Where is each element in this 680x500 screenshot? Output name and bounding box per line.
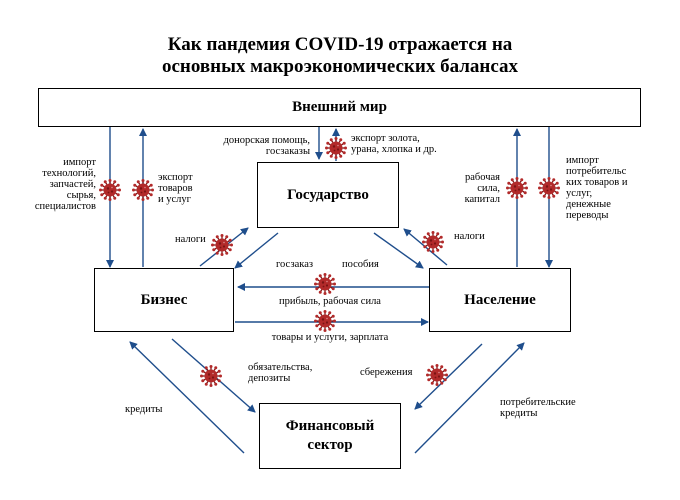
virus-icon (325, 137, 347, 159)
virus-icon (314, 273, 336, 295)
label-taxes-right: налоги (454, 231, 485, 242)
state-label: Государство (287, 186, 369, 203)
label-consumer-credits: потребительские кредиты (500, 397, 576, 419)
label-obligations: обязательства, депозиты (248, 362, 313, 384)
population-label: Население (464, 291, 536, 308)
arrow-state-to-population (373, 232, 424, 269)
state-box: Государство (257, 162, 399, 228)
finance-box: Финансовый сектор (259, 403, 401, 469)
label-taxes-left: налоги (175, 234, 206, 245)
virus-icon (211, 234, 233, 256)
business-label: Бизнес (140, 291, 188, 308)
title-line-2: основных макроэкономических балансах (161, 56, 519, 77)
virus-icon (99, 179, 121, 201)
label-donor: донорская помощь, госзаказы (223, 135, 311, 157)
virus-icon (132, 179, 154, 201)
virus-icon (314, 310, 336, 332)
arrow-finance-to-business (129, 341, 245, 454)
label-export-goods: экспорт товаров и услуг (158, 172, 193, 205)
title-line-1: Как пандемия COVID-19 отражается на (167, 34, 513, 55)
arrow-population-to-finance (414, 343, 483, 410)
finance-label-line-2: сектор (307, 437, 353, 453)
diagram-title: Как пандемия COVID-19 отражается на осно… (0, 34, 680, 78)
virus-icon (422, 231, 444, 253)
label-benefits: пособия (342, 259, 379, 270)
business-box: Бизнес (94, 268, 234, 332)
label-savings: сбережения (360, 367, 413, 378)
world-label: Внешний мир (292, 99, 387, 115)
arrow-state-to-business (234, 232, 279, 269)
label-profit-labor: прибыль, рабочая сила (279, 296, 381, 307)
virus-icon (426, 364, 448, 386)
arrow-finance-to-population (414, 342, 525, 454)
label-credits: кредиты (125, 404, 163, 415)
label-labor-capital: рабочая сила, капитал (464, 172, 500, 205)
population-box: Население (429, 268, 571, 332)
label-import-tech: импорт технологий, запчастей, сырья, спе… (34, 157, 96, 212)
world-box: Внешний мир (38, 88, 641, 127)
virus-icon (506, 177, 528, 199)
virus-icon (200, 365, 222, 387)
finance-label-line-1: Финансовый (285, 418, 375, 434)
label-import-consumer: импорт потребительс ких товаров и услуг,… (566, 155, 628, 221)
label-goszakaz: госзаказ (276, 259, 314, 270)
label-goods-salary: товары и услуги, зарплата (271, 332, 389, 343)
label-export-gold: экспорт золота, урана, хлопка и др. (351, 133, 437, 155)
virus-icon (538, 177, 560, 199)
